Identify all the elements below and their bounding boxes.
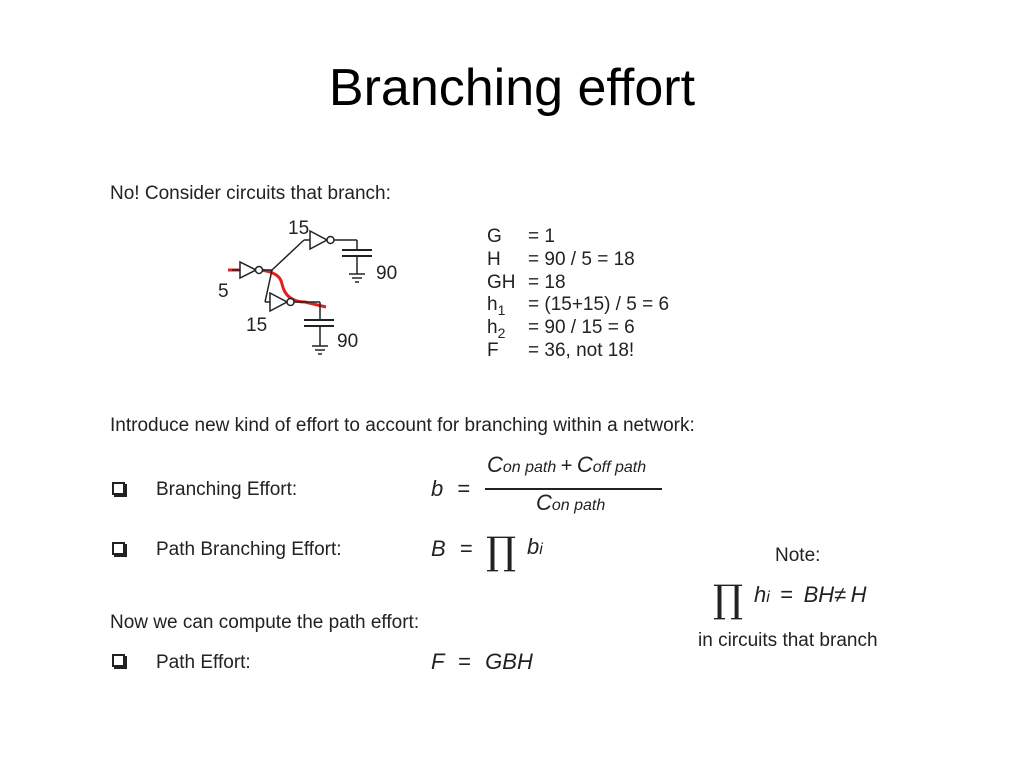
bottom-inverter [269, 291, 289, 313]
checkbox-icon [112, 654, 125, 667]
branching-effort-lhs: b = [431, 476, 471, 501]
note-product-symbol: ∏ [713, 577, 744, 621]
checkbox-icon [112, 482, 125, 495]
path-effort-intro: Now we can compute the path effort: [110, 612, 420, 633]
introduce-text: Introduce new kind of effort to account … [110, 415, 695, 436]
bottom-load-label: 90 [337, 331, 358, 352]
bottom-gate-size-label: 15 [246, 315, 267, 336]
eq-value-h: = 90 / 5 = 18 [528, 249, 635, 270]
path-branching-effort-label: Path Branching Effort: [156, 539, 342, 560]
path-branching-effort-lhs: B = [431, 536, 473, 561]
critical-path-highlight [228, 268, 327, 309]
top-inverter-bubble [326, 235, 335, 245]
path-effort-label: Path Effort: [156, 652, 251, 673]
bottom-inverter-bubble [286, 297, 295, 307]
eq-value-h1: = (15+15) / 5 = 6 [528, 294, 670, 315]
branching-effort-numerator: Con path + Coff path [487, 452, 647, 477]
eq-label-h2: h2 [487, 317, 506, 341]
eq-label-h1: h1 [487, 294, 506, 318]
path-branching-effort-rhs: bi [527, 534, 543, 559]
input-size-label: 5 [218, 281, 229, 302]
eq-value-g: = 1 [528, 226, 555, 247]
branching-circuit-diagram: 15 5 15 90 90 [218, 218, 397, 355]
branch-wire-down [264, 269, 273, 303]
note-heading: Note: [775, 545, 821, 566]
slide-title: Branching effort [328, 59, 696, 117]
product-symbol: ∏ [486, 529, 517, 573]
top-load-label: 90 [376, 263, 397, 284]
top-inverter [309, 229, 329, 251]
eq-value-h2: = 90 / 15 = 6 [528, 317, 635, 338]
eq-label-h: H [487, 249, 501, 270]
intro-text: No! Consider circuits that branch: [110, 183, 391, 204]
eq-label-g: G [487, 226, 502, 247]
branching-effort-denominator: Con path [536, 490, 606, 515]
top-gate-size-label: 15 [288, 218, 309, 239]
input-inverter-bubble [254, 265, 264, 275]
checkbox-icon [112, 542, 125, 555]
eq-value-f: = 36, not 18! [528, 340, 635, 361]
branching-effort-label: Branching Effort: [156, 479, 298, 500]
note-caption: in circuits that branch [698, 630, 878, 651]
note-equation: hi = BH≠ H [754, 582, 867, 607]
eq-value-gh: = 18 [528, 272, 566, 293]
input-inverter [239, 260, 258, 280]
eq-label-gh: GH [487, 272, 516, 293]
eq-label-f: F [487, 340, 499, 361]
path-effort-equation: F = GBH [431, 649, 533, 674]
branch-wire-up [271, 239, 305, 271]
fraction-bar [485, 488, 662, 490]
